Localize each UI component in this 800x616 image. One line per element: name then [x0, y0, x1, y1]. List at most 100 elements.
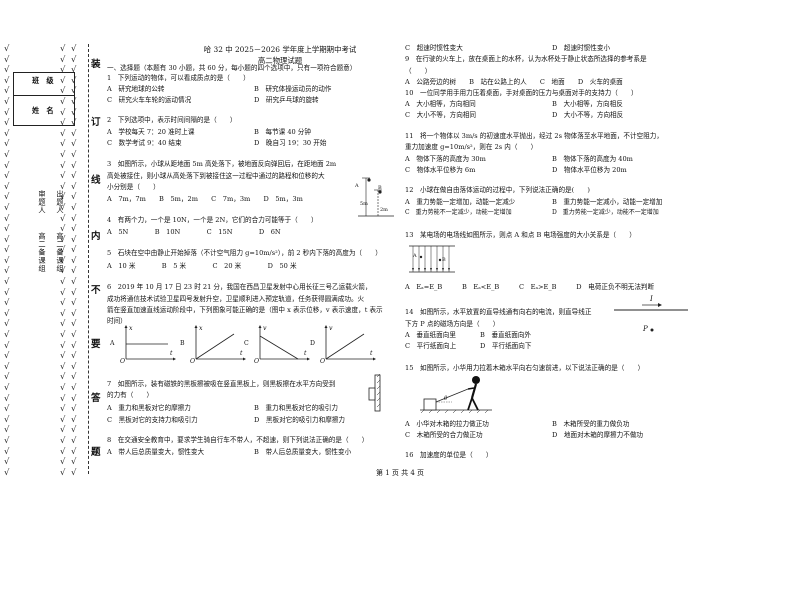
q6-graph-label: A	[110, 340, 115, 347]
q3-fig-label-2m: 2m	[380, 207, 388, 213]
q6-graph-c	[258, 325, 310, 361]
q11-option-a: A 物体下落的高度为 30m	[405, 155, 486, 163]
q14-option-b: B 垂直纸面向外	[480, 331, 532, 339]
seal-char: 线	[91, 175, 101, 186]
q9-stem-line2: （ ）	[405, 67, 432, 75]
arrow-y	[124, 325, 128, 328]
q6-graph-ylabel: v	[263, 325, 267, 332]
q7-stem-line1: 7 如图所示，装有磁铁的黑板擦被吸在竖直黑板上，则黑板擦在水平方向受到	[107, 380, 336, 388]
q13-fig-label-a: A	[413, 253, 417, 259]
q8-option-b: B 带人后总质量变大，惯性变小	[254, 448, 352, 456]
q1-option-d: D 研究乒乓球的旋转	[254, 96, 319, 104]
group-label-left: 高二备课组	[38, 232, 47, 273]
q7-blackboard-figure	[368, 373, 381, 412]
q5-options: A 10 米 B 5 米 C 20 米 D 50 米	[107, 262, 297, 270]
q6-stem-line2: 成功将通信技术试验卫星四号发射升空，卫星顺利进入预定轨道，任务获得圆满成功。火	[107, 295, 365, 303]
q6-graph-origin: O	[320, 358, 326, 365]
q15-option-d: D 地面对木箱的摩擦力不做功	[552, 431, 644, 439]
q3-fig-label-5m: 5m	[360, 201, 368, 207]
q12-option-d: D 重力势能一定减少，动能不一定增加	[552, 209, 659, 216]
q11-option-c: C 物体水平位移为 6m	[405, 166, 476, 174]
q15-fig-label-theta: θ	[444, 396, 448, 402]
q6-stem-line4: 时间）	[107, 317, 127, 325]
q6-graph-xlabel: t	[304, 350, 307, 357]
q6-graph-xlabel: t	[240, 350, 243, 357]
seal-char: 装	[91, 59, 101, 70]
q8-stem: 8 在交通安全教育中，要求学生骑自行车不带人，不超速，则下列说法正确的是（ ）	[107, 436, 369, 444]
q3-stem-line2: 高处被接住，则小球从高处落下到被接住这一过程中通过的路程和位移的大	[107, 172, 325, 180]
q2-option-c: C 数学考试 9：40 结束	[107, 139, 182, 147]
seal-char: 订	[91, 117, 101, 128]
q6-graph-ylabel: x	[199, 325, 203, 332]
q6-graph-d	[324, 325, 376, 361]
graph-line	[259, 335, 299, 360]
q10-option-d: D 大小不等，方向相反	[552, 111, 624, 119]
q14-option-c: C 平行纸面向上	[405, 342, 457, 350]
q3-stem-line3: 小分别是（ ）	[107, 183, 160, 191]
q7-stem-line2: 的力有（ ）	[107, 391, 154, 399]
q5-stem: 5 石块在空中由静止开始掉落（不计空气阻力 g=10m/s²），前 2 秒内下落…	[107, 249, 382, 257]
margin-checkmarks-right: √ √ √ √ √ √ √ √ √ √ √ √ √ √ √ √ √ √ √ √ …	[71, 44, 77, 478]
binding-line	[88, 44, 89, 474]
q9-stem-line1: 9 在行驶的火车上，放在桌面上的水杯，认为水杯处于静止状态所选择的参考系是	[405, 55, 647, 63]
q14-fig-label-current: I	[650, 295, 653, 303]
seal-char: 要	[91, 339, 101, 350]
author-label: 出题人	[56, 190, 65, 215]
q10-option-c: C 大小不等，方向相同	[405, 111, 476, 119]
arrow-x	[173, 357, 176, 361]
q12-stem: 12 小球在做自由落体运动的过程中，下列说法正确的是( )	[405, 186, 590, 194]
q1-stem: 1 下列运动的物体，可以看成质点的是（ ）	[107, 74, 250, 82]
q3-fig-label-b: B	[378, 185, 382, 191]
q6-graph-origin: O	[254, 358, 260, 365]
q15-stem: 15 如图所示，小华用力拉着木箱水平向右匀速前进，以下说法正确的是（ ）	[405, 364, 645, 372]
q6-graph-xlabel: t	[170, 350, 173, 357]
arrow-x	[243, 357, 246, 361]
q12-option-c: C 重力势能不一定减少，动能一定增加	[405, 209, 512, 216]
arrow-y	[194, 325, 198, 328]
q6-graph-label: C	[244, 340, 249, 347]
q16-stem: 16 加速度的单位是（ ）	[405, 451, 493, 459]
arrow-x	[373, 357, 376, 361]
q6-graph-xlabel: t	[370, 350, 373, 357]
q12-option-a: A 重力势能一定增加，动能一定减少	[405, 198, 516, 206]
q15-pulling-box-figure	[420, 376, 492, 414]
q14-option-a: A 垂直纸面向里	[405, 331, 456, 339]
margin-checkmarks-left: √ √ √ √ √ √ √ √ √ √ √ √ √ √ √ √ √ √ √ √ …	[4, 44, 10, 478]
q3-ball-drop-figure	[358, 177, 394, 217]
exam-subtitle: 高二物理试题	[257, 56, 303, 65]
q6-graph-ylabel: v	[329, 325, 333, 332]
q3-fig-label-a: A	[355, 183, 359, 189]
q13-field-lines-figure	[409, 245, 455, 273]
margin-checkmarks-mid: √ √ √ √ √ √ √ √ √ √ √ √ √ √ √ √ √ √ √ √ …	[60, 44, 66, 478]
arrow-x	[307, 357, 310, 361]
q8-option-d: D 超速时惯性变小	[552, 44, 611, 52]
seal-char: 题	[91, 447, 101, 458]
q13-fig-label-b: B	[442, 257, 446, 263]
q4-options: A 5N B 10N C 15N D 6N	[107, 228, 281, 236]
q15-option-c: C 木箱所受的合力做正功	[405, 431, 483, 439]
q6-graph-b	[194, 325, 246, 361]
q3-stem-line1: 3 如图所示，小球从距地面 5m 高处落下，被地面反向弹回后，在距地面 2m	[107, 160, 337, 168]
exam-title: 哈 32 中 2025－2026 学年度上学期期中考试	[203, 45, 357, 54]
name-label: 姓 名	[32, 106, 54, 115]
q8-option-a: A 带人后总质量变大，惯性变大	[107, 448, 205, 456]
q3-options: A 7m，7m B 5m，2m C 7m，3m D 5m，3m	[107, 195, 303, 203]
q7-option-b: B 重力和黑板对它的吸引力	[254, 404, 338, 412]
q6-stem-line1: 6 2019 年 10 月 17 日 23 时 21 分，我国在西昌卫星发射中心…	[107, 283, 372, 291]
auditor-label: 审题人	[38, 190, 47, 215]
q14-stem-line1: 14 如图所示，水平放置的直导线通有向右的电流，则直导线正	[405, 308, 592, 316]
q7-option-a: A 重力和黑板对它的摩擦力	[107, 404, 191, 412]
q2-option-d: D 晚自习 19：30 开始	[254, 139, 327, 147]
q10-stem: 10 一位同学用手用力压着桌面，手对桌面的压力与桌面对手的支持力（ ）	[405, 89, 638, 97]
q2-stem: 2 下列选项中，表示时间间隔的是（ ）	[107, 116, 237, 124]
q15-option-b: B 木箱所受的重力做负功	[552, 420, 630, 428]
seal-char: 答	[91, 393, 101, 404]
q6-graph-origin: O	[120, 358, 126, 365]
q6-graph-origin: O	[190, 358, 196, 365]
class-label: 班 级	[32, 76, 54, 85]
q6-graph-label: B	[180, 340, 185, 347]
graph-line	[325, 333, 365, 360]
class-name-box	[13, 72, 75, 126]
q10-option-a: A 大小相等，方向相同	[405, 100, 476, 108]
group-label-right: 高二备课组	[56, 232, 65, 273]
